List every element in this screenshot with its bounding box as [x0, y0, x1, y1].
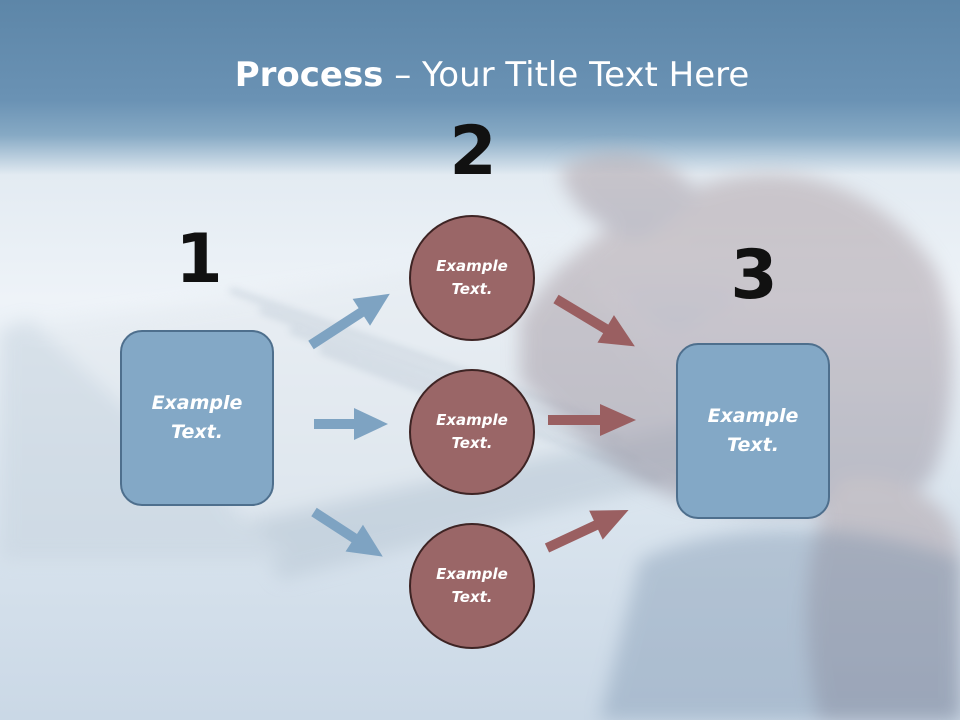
step-number-3: 3 — [730, 236, 778, 315]
step-number-2: 2 — [449, 112, 497, 191]
right-box: Example Text. — [676, 343, 830, 519]
circle-middle-text: Example Text. — [436, 411, 508, 452]
circle-bottom-text: Example Text. — [436, 565, 508, 606]
arrow-to-bottom-circle — [311, 507, 383, 557]
left-box-text: Example Text. — [151, 392, 243, 443]
arrow-to-middle-circle — [314, 408, 388, 440]
circle-top-text: Example Text. — [436, 257, 508, 298]
arrow-from-bottom-circle — [544, 509, 629, 553]
left-box: Example Text. — [120, 330, 274, 506]
arrow-to-top-circle — [308, 293, 390, 350]
title-rest-part: – Your Title Text Here — [383, 55, 750, 95]
circle-middle: Example Text. — [409, 369, 535, 495]
arrow-from-middle-circle — [548, 404, 636, 436]
right-box-text: Example Text. — [707, 405, 799, 456]
circle-bottom: Example Text. — [409, 523, 535, 649]
title-bold-part: Process — [234, 55, 384, 95]
circle-top: Example Text. — [409, 215, 535, 341]
step-number-1: 1 — [175, 220, 223, 299]
slide-title: Process – Your Title Text Here — [0, 54, 960, 96]
arrow-from-top-circle — [553, 294, 635, 347]
